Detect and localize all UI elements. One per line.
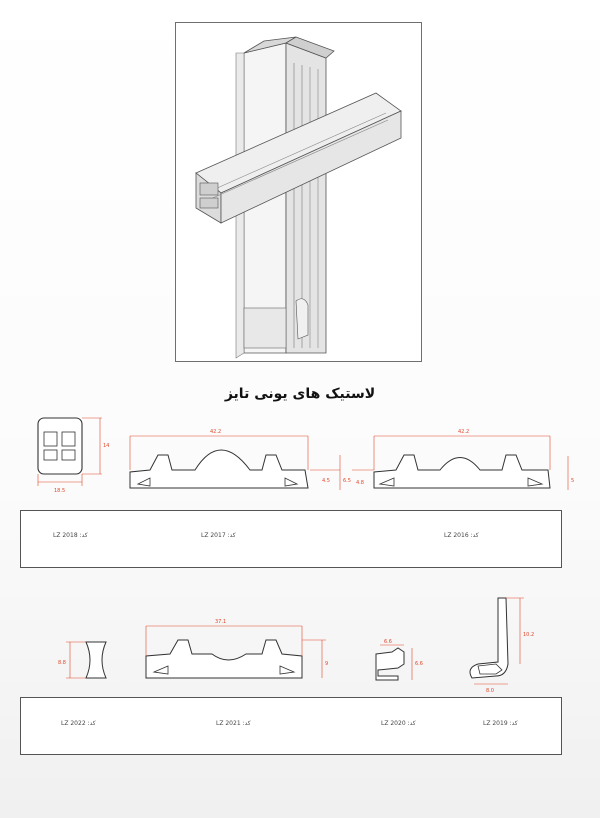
profile-lz2018-drawing: 18.5 14 <box>37 417 109 494</box>
code-lz2022: کد: LZ 2022 <box>61 720 96 727</box>
dim-lz2016-right: 5 <box>571 478 574 484</box>
profile-lz2020-drawing: 6.6 6.6 <box>375 639 423 681</box>
dim-lz2021-width: 37.1 <box>215 619 226 625</box>
code-lz2016: کد: LZ 2016 <box>444 532 479 539</box>
code-lz2020: کد: LZ 2020 <box>381 720 416 727</box>
code-row-1: کد: LZ 2018 کد: LZ 2017 کد: LZ 2016 <box>20 510 562 568</box>
dim-lz2018-height: 14 <box>103 443 109 449</box>
dim-lz2017-height: 6.5 <box>343 478 351 484</box>
profile-lz2022-drawing: 8.8 <box>58 641 107 679</box>
dim-lz2018-width: 18.5 <box>54 488 65 494</box>
code-lz2018: کد: LZ 2018 <box>53 532 88 539</box>
profile-lz2021-drawing: 37.1 9 <box>145 619 328 679</box>
dim-lz2017-width: 42.2 <box>210 429 221 435</box>
profile-lz2016-drawing: 42.2 4.8 5 <box>352 429 574 490</box>
dim-lz2019-height: 10.2 <box>523 632 534 638</box>
section-title: لاستیک های یونی تایز <box>224 386 376 402</box>
dim-lz2017-depth: 4.5 <box>322 478 330 484</box>
dim-lz2020-height: 6.6 <box>415 661 423 667</box>
dim-lz2016-width: 42.2 <box>458 429 469 435</box>
curtain-wall-illustration <box>175 22 422 362</box>
dim-lz2021-height: 9 <box>325 661 328 667</box>
profile-lz2019-drawing: 10.2 8.0 <box>469 597 534 694</box>
code-row-2: کد: LZ 2022 کد: LZ 2021 کد: LZ 2020 کد: … <box>20 697 562 755</box>
code-lz2021: کد: LZ 2021 <box>216 720 251 727</box>
profile-lz2017-drawing: 42.2 6.5 4.5 <box>129 429 351 490</box>
dim-lz2016-left: 4.8 <box>356 480 364 486</box>
dim-lz2022-height: 8.8 <box>58 660 66 666</box>
code-lz2019: کد: LZ 2019 <box>483 720 518 727</box>
dim-lz2019-width: 8.0 <box>486 688 494 694</box>
dim-lz2020-width: 6.6 <box>384 639 392 645</box>
code-lz2017: کد: LZ 2017 <box>201 532 236 539</box>
